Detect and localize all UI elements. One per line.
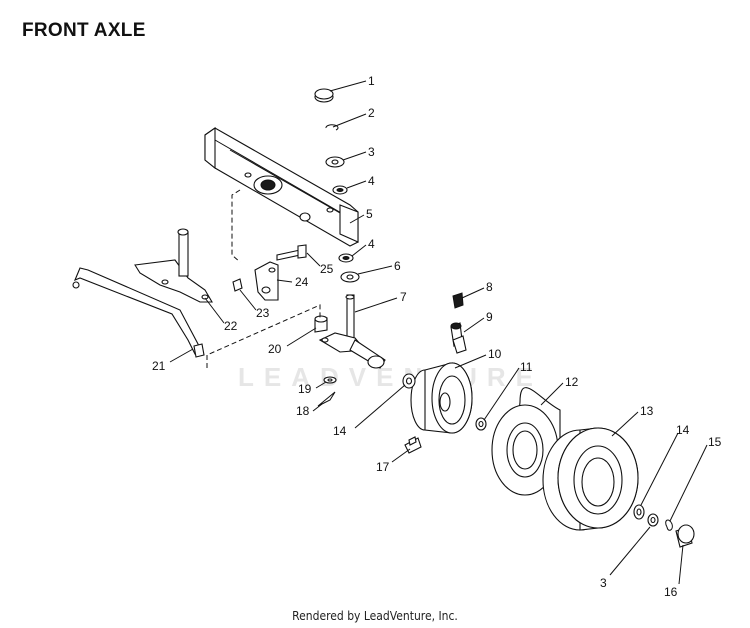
spindle [318, 294, 386, 369]
spindle-cap [314, 88, 334, 103]
wheel-rim [410, 362, 473, 434]
callout-21: 21 [152, 359, 166, 373]
callout-3: 3 [368, 145, 375, 159]
callout-11: 11 [520, 360, 533, 374]
valve-cap [452, 292, 464, 309]
watermark: LEADVENTURE [238, 362, 544, 392]
footer-credit: Rendered by LeadVenture, Inc. [292, 609, 458, 623]
steering-plate [134, 228, 213, 303]
callout-19: 19 [298, 382, 312, 396]
callout-3b: 3 [600, 576, 607, 590]
tire-outer [542, 427, 639, 531]
callout-5: 5 [366, 207, 373, 221]
callout-17: 17 [376, 460, 390, 474]
valve-stem [450, 322, 467, 354]
nut-23 [232, 278, 243, 292]
callout-7: 7 [400, 290, 407, 304]
hub-cap [675, 524, 695, 548]
callout-18: 18 [296, 404, 310, 418]
callout-9: 9 [486, 310, 493, 324]
callout-14b: 14 [333, 424, 347, 438]
leader-lines [169, 80, 708, 585]
callout-16: 16 [664, 585, 678, 599]
tire-inner [491, 387, 561, 496]
callout-24: 24 [295, 275, 309, 289]
spacer-washer [340, 271, 360, 283]
bushing-upper [332, 185, 348, 195]
callout-25: 25 [320, 262, 334, 276]
callout-23: 23 [256, 306, 270, 320]
callout-13: 13 [640, 404, 654, 418]
bolt [276, 244, 307, 261]
callout-4b: 4 [368, 237, 375, 251]
washer-inner [402, 373, 416, 389]
callout-6: 6 [394, 259, 401, 273]
axle-beam [204, 126, 359, 247]
bracket [254, 261, 279, 301]
drag-link [72, 267, 205, 358]
guide-line-2 [206, 304, 321, 368]
callout-8: 8 [486, 280, 493, 294]
bearing [475, 417, 487, 431]
callout-1: 1 [368, 74, 375, 88]
callout-numbers: 1 2 3 4 5 4 6 7 8 9 10 11 12 13 14 15 16… [152, 74, 722, 599]
callout-12: 12 [565, 375, 579, 389]
callout-10: 10 [488, 347, 502, 361]
hairpin-clip [665, 519, 673, 531]
diagram-title: FRONT AXLE [22, 20, 146, 41]
callout-4: 4 [368, 174, 375, 188]
bushing-lower [338, 253, 354, 263]
callout-2: 2 [368, 106, 375, 120]
nut-20 [314, 315, 328, 333]
callout-22: 22 [224, 319, 238, 333]
callout-15: 15 [708, 435, 722, 449]
cotter-pin [317, 391, 336, 407]
e-clip [325, 124, 339, 131]
guide-line [231, 189, 241, 263]
washer-19 [323, 376, 337, 384]
washer-top [325, 156, 345, 168]
washer-outer [633, 504, 645, 520]
callout-20: 20 [268, 342, 282, 356]
callout-14: 14 [676, 423, 690, 437]
washer-outer-2 [647, 513, 659, 527]
